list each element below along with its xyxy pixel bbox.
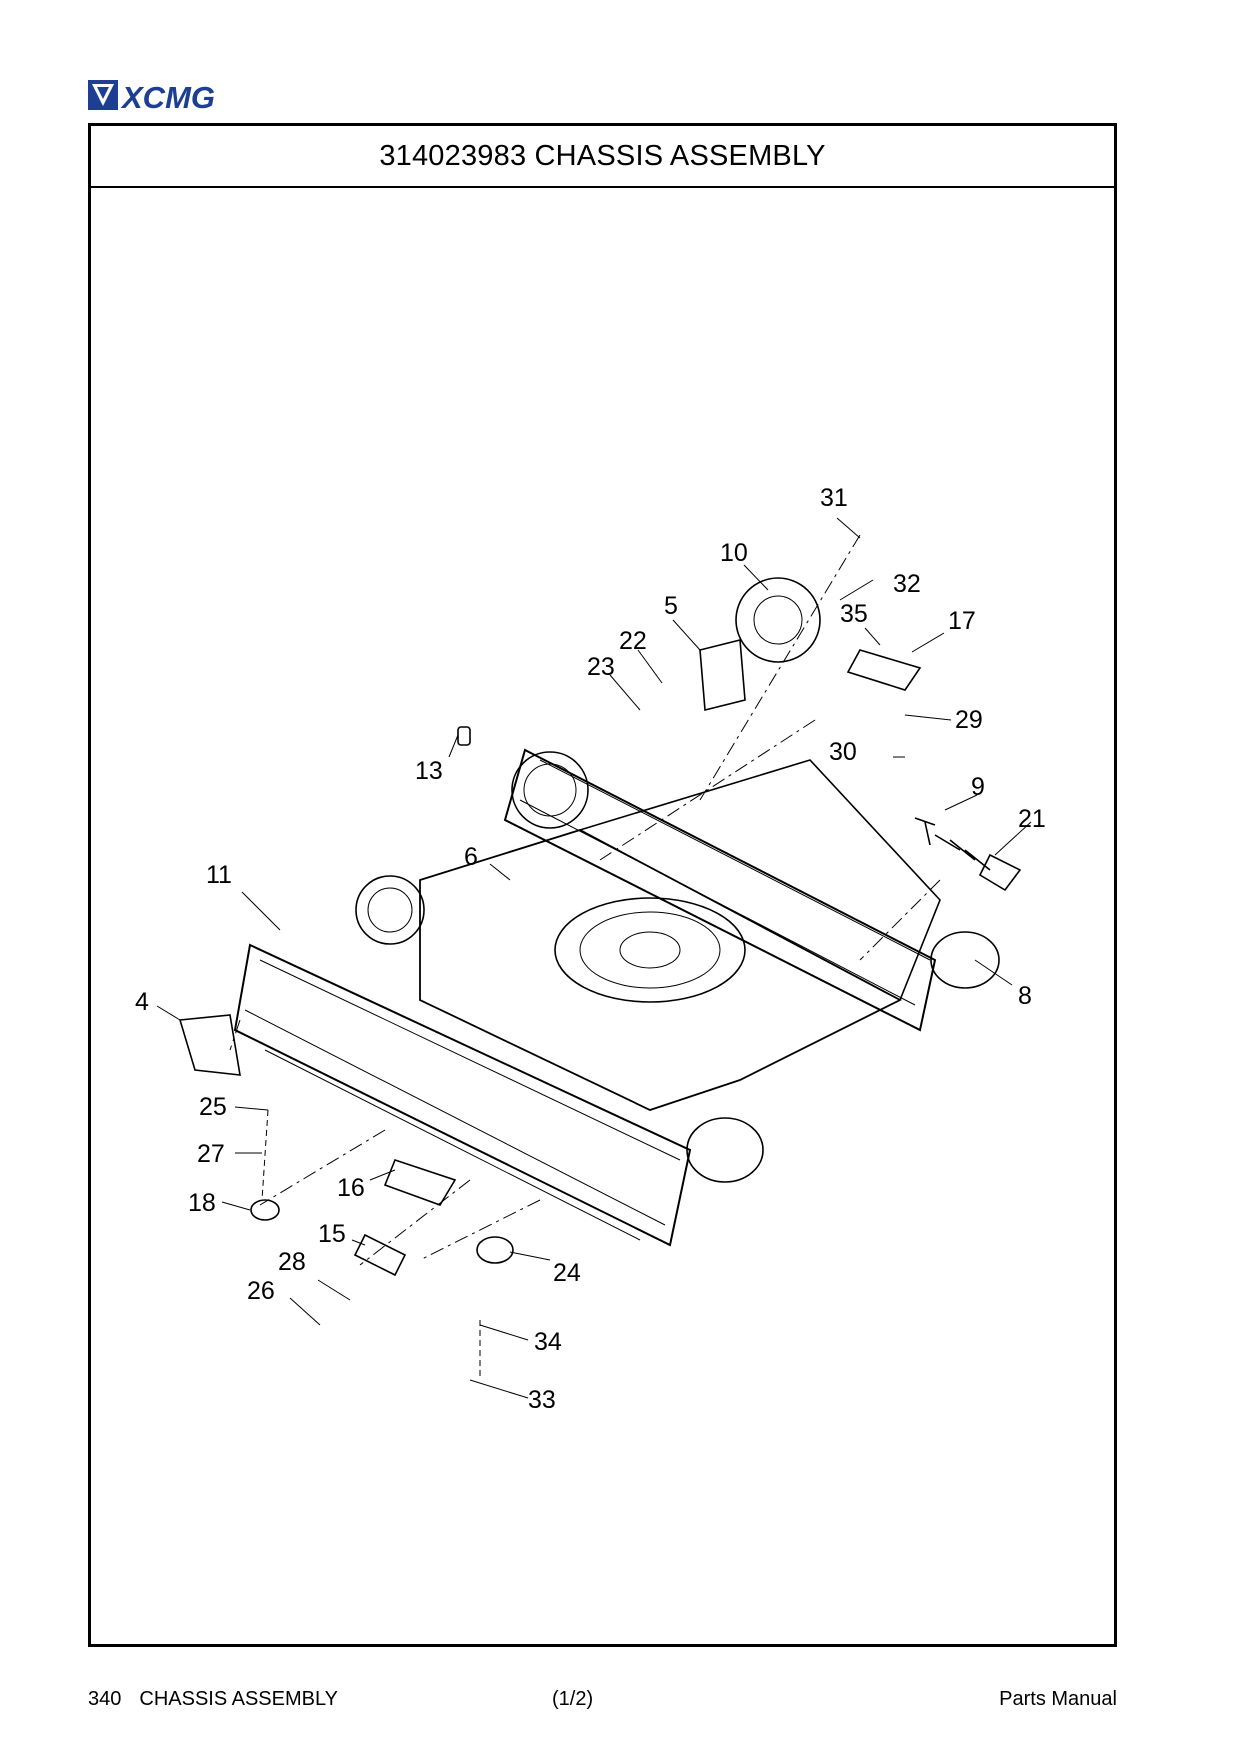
xcmg-logo: XCMG xyxy=(88,80,215,114)
callout-9: 9 xyxy=(971,773,985,801)
callout-32: 32 xyxy=(893,570,921,598)
callout-8: 8 xyxy=(1018,982,1032,1010)
callout-28: 28 xyxy=(278,1248,306,1276)
callout-17: 17 xyxy=(948,607,976,635)
page-number: 340 xyxy=(88,1688,122,1710)
callout-4: 4 xyxy=(135,988,149,1016)
footer-left: 340 CHASSIS ASSEMBLY xyxy=(88,1688,338,1711)
footer-manual: Parts Manual xyxy=(999,1688,1117,1710)
callout-13: 13 xyxy=(415,757,443,785)
callout-29: 29 xyxy=(955,706,983,734)
callout-23: 23 xyxy=(587,653,615,681)
callout-34: 34 xyxy=(534,1328,562,1356)
diagram-frame: 314023983 CHASSIS ASSEMBLY xyxy=(88,123,1117,1647)
callout-35: 35 xyxy=(840,600,868,628)
callout-5: 5 xyxy=(664,592,678,620)
footer-section: CHASSIS ASSEMBLY xyxy=(139,1688,338,1710)
callout-27: 27 xyxy=(197,1140,225,1168)
callout-30: 30 xyxy=(829,738,857,766)
diagram-title: 314023983 CHASSIS ASSEMBLY xyxy=(91,126,1114,188)
callout-25: 25 xyxy=(199,1093,227,1121)
callout-26: 26 xyxy=(247,1277,275,1305)
callout-15: 15 xyxy=(318,1220,346,1248)
callout-33: 33 xyxy=(528,1386,556,1414)
footer-sheet: (1/2) xyxy=(552,1688,594,1710)
callout-10: 10 xyxy=(720,539,748,567)
callout-22: 22 xyxy=(619,627,647,655)
callout-24: 24 xyxy=(553,1259,581,1287)
callout-6: 6 xyxy=(464,843,478,871)
callout-11: 11 xyxy=(206,861,232,889)
callout-labels: 31 10 32 5 35 17 22 23 29 30 13 9 21 11 … xyxy=(135,484,1046,1414)
callout-21: 21 xyxy=(1018,805,1046,833)
logo-text: XCMG xyxy=(120,80,215,114)
callout-18: 18 xyxy=(188,1189,216,1217)
callout-16: 16 xyxy=(337,1174,365,1202)
callout-31: 31 xyxy=(820,484,848,512)
